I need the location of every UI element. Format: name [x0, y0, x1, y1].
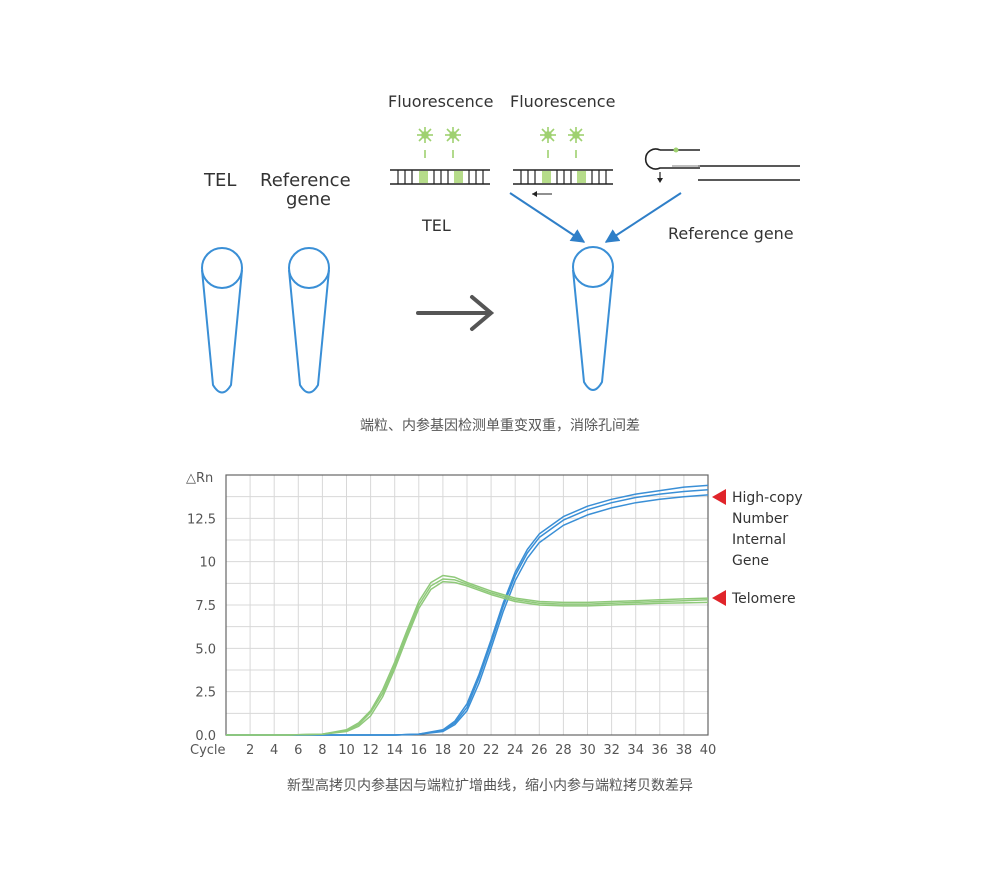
curve-high-copy-number-internal-gene	[226, 494, 709, 736]
x-tick-label: 24	[507, 743, 524, 758]
x-tick-label: 34	[627, 743, 644, 758]
x-tick-label: 28	[555, 743, 572, 758]
y-axis: 0.0 2.5 5.0 7.5 10 12.5	[187, 512, 216, 744]
label-reference-line2: gene	[286, 189, 331, 210]
y-tick-label: 12.5	[187, 512, 216, 527]
x-tick-label: 6	[294, 743, 302, 758]
x-axis-label: Cycle	[190, 743, 226, 758]
x-tick-label: 18	[435, 743, 452, 758]
label-tel-probe: TEL	[421, 216, 451, 235]
tube-reference	[288, 247, 330, 394]
fluorescence-burst-icon	[540, 127, 584, 158]
anno-high-copy-4: Gene	[732, 553, 769, 569]
y-tick-label: 2.5	[195, 686, 216, 701]
x-tick-label: 14	[386, 743, 403, 758]
caption-top: 端粒、内参基因检测单重变双重，消除孔间差	[360, 417, 640, 434]
y-tick-label: 0.0	[195, 729, 216, 744]
arrow-tel-to-tube	[509, 192, 586, 243]
x-tick-label: 32	[603, 743, 620, 758]
label-reference-line1: Reference	[260, 170, 351, 191]
fluorescence-burst-icon	[417, 127, 461, 158]
dna-probe-right	[513, 169, 613, 197]
x-tick-label: 2	[246, 743, 254, 758]
x-tick-label: 36	[652, 743, 669, 758]
dna-probe-left	[390, 169, 490, 185]
tube-tel	[201, 247, 243, 394]
anno-telomere: Telomere	[731, 591, 796, 607]
x-tick-label: 10	[338, 743, 355, 758]
x-tick-label: 38	[676, 743, 693, 758]
y-tick-label: 5.0	[195, 642, 216, 657]
label-reference-gene: Reference gene	[668, 224, 794, 243]
y-tick-label: 7.5	[195, 599, 216, 614]
x-tick-label: 22	[483, 743, 500, 758]
curve-telomere	[226, 574, 709, 736]
x-tick-label: 26	[531, 743, 548, 758]
high-copy-marker-icon	[712, 489, 726, 505]
plot-frame	[225, 474, 709, 736]
curves	[226, 484, 709, 736]
x-tick-label: 30	[579, 743, 596, 758]
arrow-ref-to-tube	[604, 192, 682, 243]
tube-combined	[572, 246, 614, 391]
x-tick-label: 16	[411, 743, 428, 758]
caption-bottom: 新型高拷贝内参基因与端粒扩增曲线，缩小内参与端粒拷贝数差异	[287, 777, 693, 794]
curve-telomere	[226, 578, 709, 736]
curve-telomere	[226, 580, 709, 736]
hairpin-probe-icon	[644, 147, 800, 183]
x-tick-label: 12	[362, 743, 379, 758]
label-fluorescence-left: Fluorescence	[388, 92, 493, 111]
x-tick-label: 4	[270, 743, 278, 758]
x-tick-label: 8	[318, 743, 326, 758]
x-tick-label: 20	[459, 743, 476, 758]
arrow-right-icon	[416, 295, 495, 331]
chart-grid	[226, 474, 709, 736]
anno-high-copy-1: High-copy	[732, 490, 803, 506]
label-fluorescence-right: Fluorescence	[510, 92, 615, 111]
anno-high-copy-3: Internal	[732, 532, 786, 548]
y-axis-label: △Rn	[186, 471, 213, 486]
x-tick-label: 40	[700, 743, 717, 758]
y-tick-label: 10	[199, 556, 216, 571]
telomere-marker-icon	[712, 590, 726, 606]
anno-high-copy-2: Number	[732, 511, 788, 527]
label-tel: TEL	[203, 170, 236, 191]
